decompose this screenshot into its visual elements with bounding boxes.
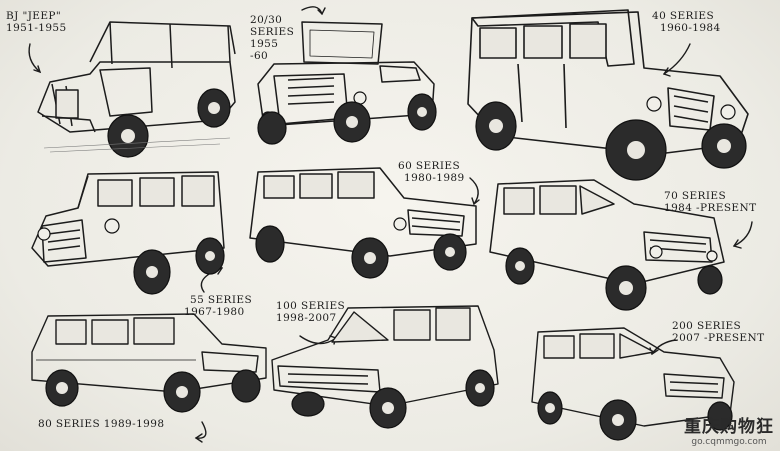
series-70-sketch [489,179,725,311]
arrow-40 [663,43,691,75]
arrow-2030 [301,6,323,15]
label-200-years: 2007 -PRESENT [672,332,765,344]
label-200-series: 200 SERIES 2007 -PRESENT [672,320,765,344]
label-bj-years: 1951-1955 [6,22,67,34]
arrow-60-head [471,197,480,206]
bj-jeep-sketch [37,21,236,158]
arrow-60 [469,177,479,205]
arrow-bj [28,43,41,73]
arrow-70 [733,221,753,247]
series-60-sketch [249,167,477,279]
label-20-30-series: 20/30 SERIES 1955 -60 [250,14,294,62]
label-70-name: 70 SERIES [664,190,727,202]
label-60-series: 60 SERIES 1980-1989 [398,160,465,184]
label-2030-series: SERIES [250,26,295,38]
arrow-bj-head [33,65,42,74]
arrow-80 [195,421,207,439]
label-55-name: 55 SERIES [190,294,253,306]
arrow-2030-head [317,7,326,16]
label-80-text: 80 SERIES 1989-1998 [38,418,165,430]
label-40-years: 1960-1984 [660,22,721,34]
label-80-series: 80 SERIES 1989-1998 [38,418,164,430]
arrow-70-head [732,239,742,249]
label-40-name: 40 SERIES [652,10,715,22]
label-60-years: 1980-1989 [404,172,465,184]
label-100-series: 100 SERIES 1998-2007 [276,300,345,324]
label-bj-name: BJ "JEEP" [6,10,62,22]
watermark-title: 重庆购物狂 [684,417,774,437]
watermark-url: go.cqmmgo.com [691,437,767,447]
series-100-sketch [271,305,499,429]
label-2030-name: 20/30 [250,14,283,26]
series-80-sketch [31,313,267,413]
series-55-sketch [31,171,225,295]
label-100-name: 100 SERIES [276,300,346,312]
label-40-series: 40 SERIES 1960-1984 [652,10,721,34]
series-200-sketch [531,327,735,441]
label-100-years: 1998-2007 [276,312,337,324]
label-bj-jeep: BJ "JEEP" 1951-1955 [6,10,67,34]
site-watermark: 重庆购物狂 go.cqmmgo.com [684,412,774,447]
label-2030-year: 1955 [250,38,279,50]
label-70-series: 70 SERIES 1984 -PRESENT [664,190,757,214]
arrow-80-head [194,433,203,443]
label-70-years: 1984 -PRESENT [664,202,757,214]
series-40-sketch [467,9,749,181]
label-55-series: 55 SERIES 1967-1980 [184,294,253,318]
label-200-name: 200 SERIES [672,320,742,332]
series-20-30-sketch [257,21,437,145]
label-55-years: 1967-1980 [184,306,245,318]
label-60-name: 60 SERIES [398,160,461,172]
label-2030-end: -60 [250,50,269,62]
